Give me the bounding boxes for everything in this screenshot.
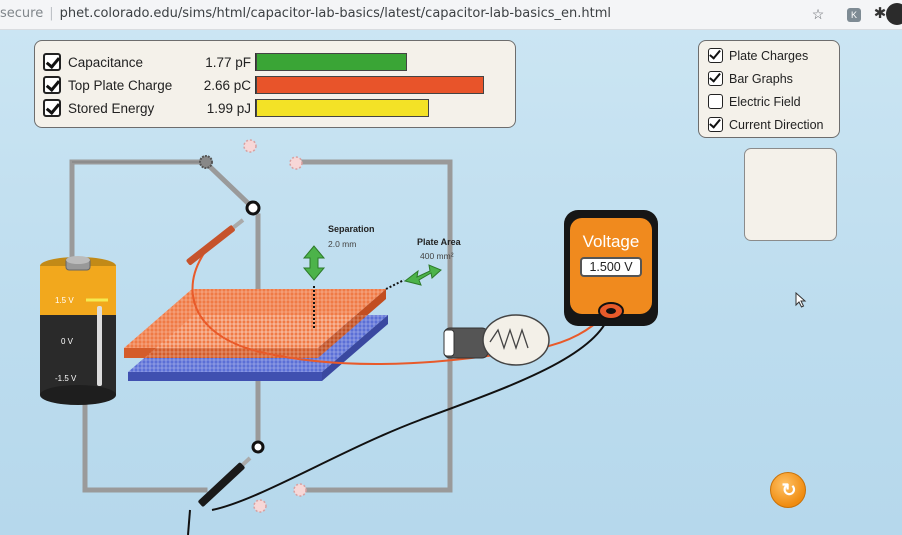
plate-area-arrow [403, 264, 442, 286]
electric-field-option[interactable]: Electric Field [708, 94, 801, 109]
switch-contact-a [243, 139, 257, 153]
wire-top-left [69, 159, 208, 267]
security-indicator[interactable]: secure [0, 6, 44, 21]
capacitance-label: Capacitance [68, 54, 144, 70]
pointer-cursor-icon [795, 292, 807, 308]
view-options-panel: Plate Charges Bar Graphs Electric Field … [698, 40, 840, 138]
switch-pivot-top [199, 155, 213, 169]
bar-graph-panel: Capacitance 1.77 pF Top Plate Charge 2.6… [34, 40, 516, 128]
top-plate-charge-value: 2.66 pC [203, 77, 251, 93]
bar-graphs-option[interactable]: Bar Graphs [708, 71, 793, 86]
current-direction-label: Current Direction [729, 117, 824, 132]
stored-energy-row: Stored Energy 1.99 pJ [43, 97, 251, 119]
red-probe [186, 218, 245, 266]
puzzle-icon[interactable]: ✱ [873, 5, 887, 22]
voltmeter[interactable]: Voltage 1.500 V [564, 210, 658, 326]
current-direction-checkbox[interactable] [708, 117, 723, 132]
capacitance-bar [256, 53, 408, 71]
stored-energy-value: 1.99 pJ [206, 100, 251, 116]
stored-energy-label: Stored Energy [68, 100, 155, 116]
switch-contact-d [253, 499, 267, 513]
capacitance-bar-track [255, 53, 495, 71]
voltmeter-reading: 1.500 V [580, 257, 642, 277]
light-bulb [443, 314, 550, 366]
url-text[interactable]: phet.colorado.edu/sims/html/capacitor-la… [59, 6, 612, 21]
top-plate-charge-checkbox[interactable] [43, 76, 61, 94]
top-plate-charge-row: Top Plate Charge 2.66 pC [43, 74, 251, 96]
capacitance-row: Capacitance 1.77 pF [43, 51, 251, 73]
black-probe-lead [211, 317, 609, 511]
stored-energy-bar-track [255, 99, 495, 117]
battery-mid-label: 0 V [61, 337, 74, 346]
bar-graphs-checkbox[interactable] [708, 71, 723, 86]
plate-area-label: Plate Area [417, 237, 461, 247]
wire-bottom-right [297, 347, 453, 493]
separation-value: 2.0 mm [328, 239, 357, 249]
reset-all-button[interactable]: ↻ [770, 472, 806, 508]
voltmeter-probe-contact-bottom [251, 440, 265, 454]
circuit-diagram [40, 139, 609, 535]
plate-area-value: 400 mm² [420, 251, 454, 261]
plate-area-guide [385, 279, 405, 290]
address-bar[interactable]: secure | phet.colorado.edu/sims/html/capac… [0, 6, 611, 21]
battery [40, 256, 116, 405]
plate-charges-checkbox[interactable] [708, 48, 723, 63]
capacitance-value: 1.77 pF [205, 54, 251, 70]
voltmeter-title: Voltage [582, 232, 640, 251]
capacitance-checkbox[interactable] [43, 53, 61, 71]
separation-arrow [302, 245, 326, 281]
switch-contact-c [293, 483, 307, 497]
black-probe [198, 456, 252, 507]
battery-bottom-label: -1.5 V [55, 374, 77, 383]
reset-icon: ↻ [781, 480, 797, 500]
empty-panel [744, 148, 837, 241]
battery-top-label: 1.5 V [55, 296, 74, 305]
electric-field-checkbox[interactable] [708, 94, 723, 109]
stored-energy-bar [256, 99, 429, 117]
top-plate-charge-bar [256, 76, 484, 94]
wire-top-right [293, 159, 453, 333]
voltmeter-probe-contact-top [245, 200, 261, 216]
red-probe-lead [191, 225, 607, 365]
top-plate-charge-label: Top Plate Charge [68, 77, 173, 93]
wire-bottom-left [82, 397, 208, 493]
switch-contact-b [289, 156, 303, 170]
profile-avatar[interactable] [886, 3, 902, 25]
electric-field-label: Electric Field [729, 94, 801, 109]
browser-toolbar: secure | phet.colorado.edu/sims/html/capac… [0, 0, 902, 30]
plate-charges-option[interactable]: Plate Charges [708, 48, 808, 63]
voltmeter-probe-port [598, 302, 624, 320]
plate-charges-label: Plate Charges [729, 48, 809, 63]
separation-label: Separation [328, 224, 375, 234]
address-separator: | [49, 6, 54, 21]
current-direction-option[interactable]: Current Direction [708, 117, 823, 132]
top-plate-charge-bar-track [255, 76, 495, 94]
bar-graphs-label: Bar Graphs [729, 71, 793, 86]
switch-top-arm [201, 158, 256, 211]
extension-k-icon[interactable]: K [847, 8, 861, 22]
stored-energy-checkbox[interactable] [43, 99, 61, 117]
simulation-area: Capacitance 1.77 pF Top Plate Charge 2.6… [0, 30, 902, 535]
star-icon[interactable]: ☆ [811, 6, 825, 22]
